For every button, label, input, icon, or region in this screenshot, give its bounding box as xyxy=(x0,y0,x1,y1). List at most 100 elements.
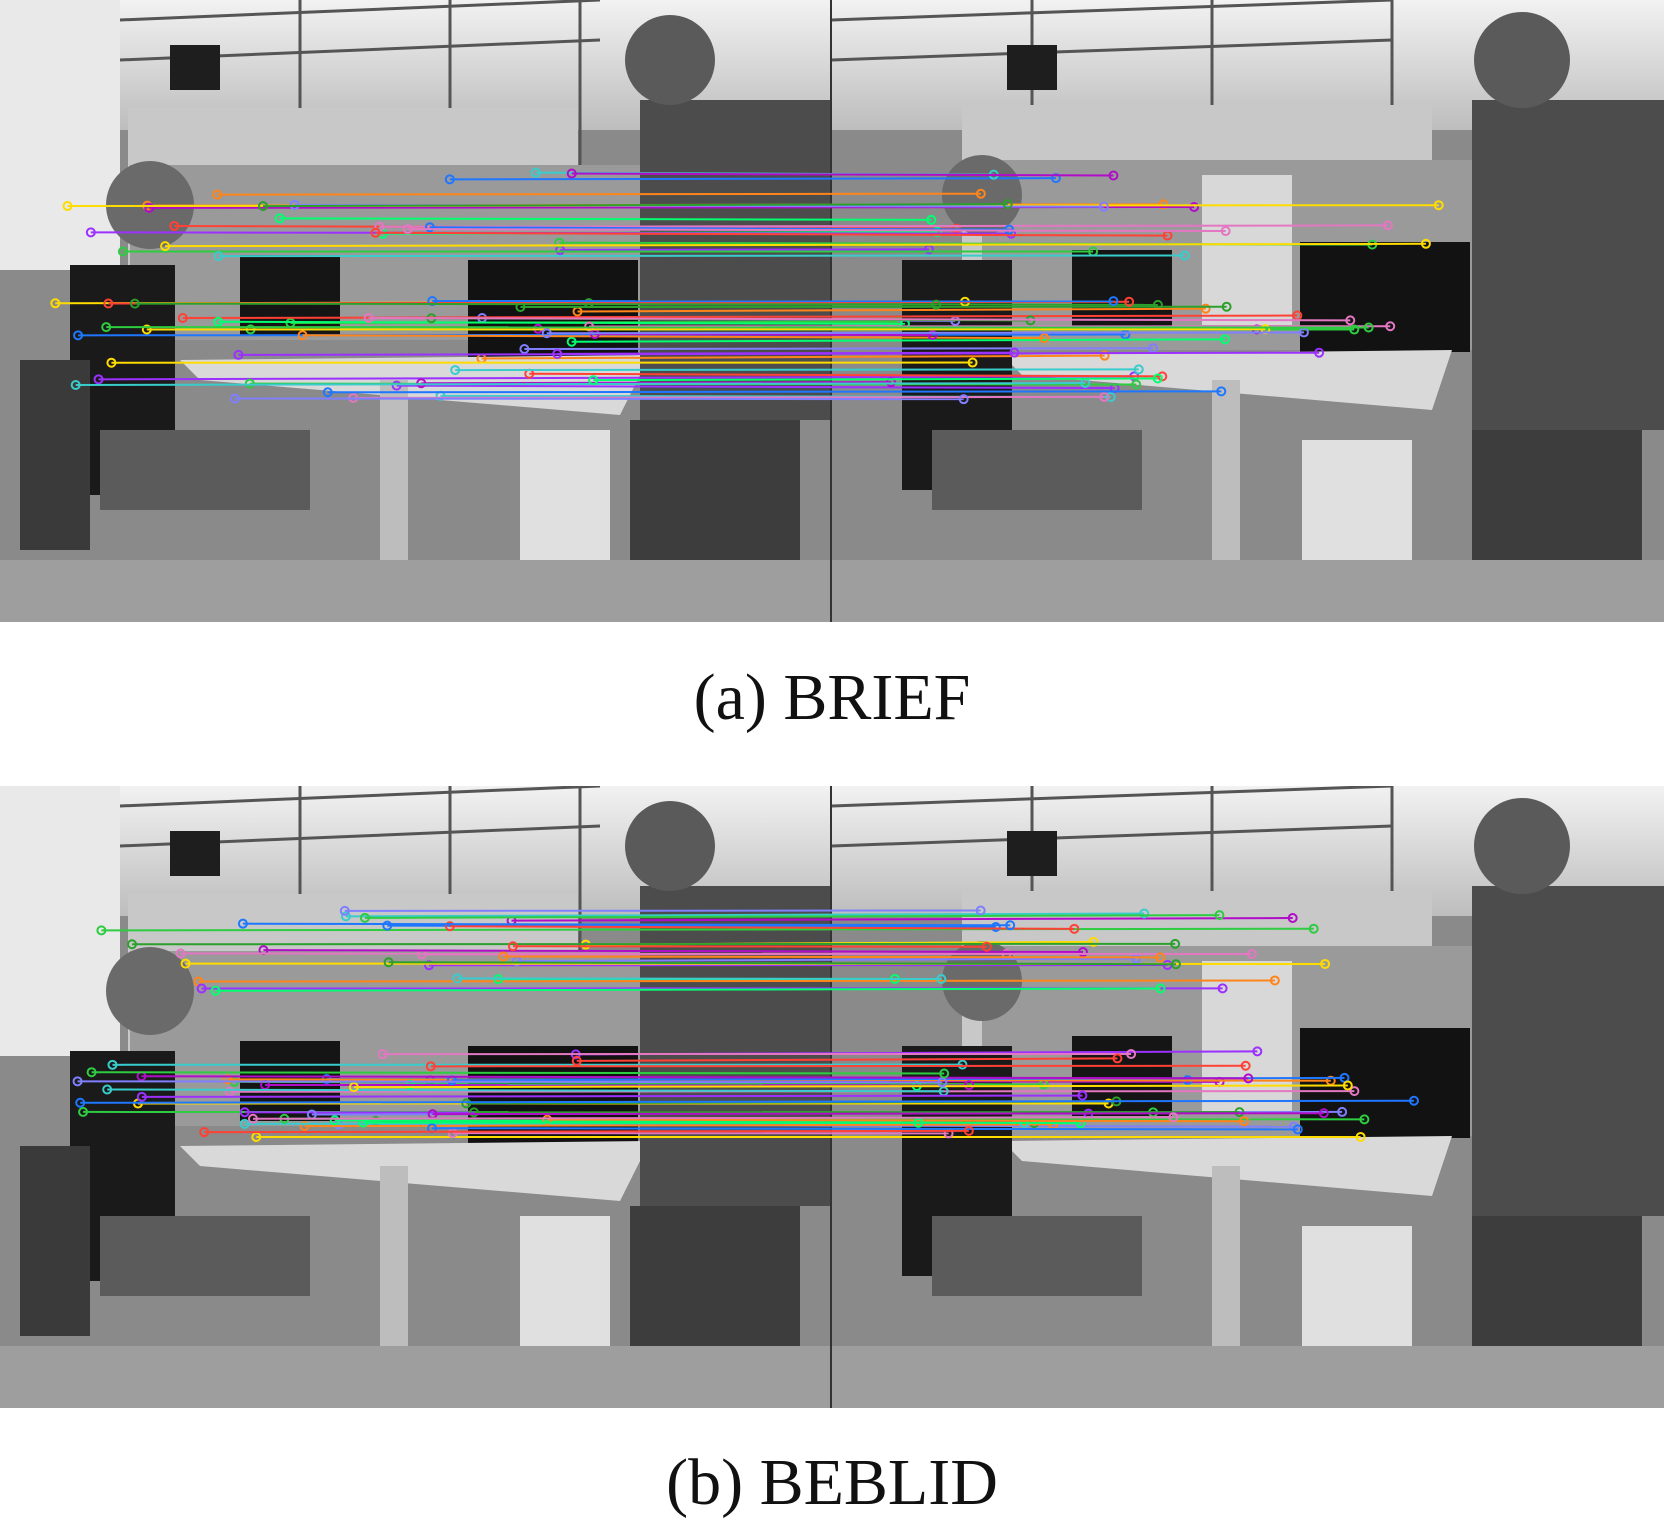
match-line xyxy=(560,248,929,252)
keypoint-marker xyxy=(1139,908,1150,919)
match-line xyxy=(375,231,1168,237)
keypoint-marker xyxy=(1077,1090,1088,1101)
keypoint-marker xyxy=(329,1115,340,1126)
match-line xyxy=(91,1071,945,1075)
keypoint-marker xyxy=(160,241,171,252)
match-line xyxy=(263,949,1083,954)
keypoint-marker xyxy=(391,380,402,391)
keypoint-marker xyxy=(93,374,104,385)
match-line xyxy=(379,224,1388,228)
keypoint-marker xyxy=(990,921,1001,932)
match-line xyxy=(218,320,905,325)
match-line xyxy=(432,1112,1324,1116)
keypoint-marker xyxy=(571,1055,582,1066)
match-line xyxy=(593,377,1158,382)
keypoint-marker xyxy=(1269,975,1280,986)
match-line xyxy=(327,390,1222,394)
match-line xyxy=(547,1118,1245,1123)
keypoint-marker xyxy=(1005,920,1016,931)
keypoint-marker xyxy=(402,224,413,235)
keypoint-marker xyxy=(289,199,300,210)
keypoint-marker xyxy=(1219,334,1230,345)
keypoint-marker xyxy=(72,1076,83,1087)
keypoint-marker xyxy=(1108,296,1119,307)
keypoint-marker xyxy=(975,905,986,916)
keypoint-marker xyxy=(106,357,117,368)
keypoint-marker xyxy=(1120,329,1131,340)
keypoint-marker xyxy=(1170,959,1181,970)
keypoint-marker xyxy=(1155,952,1166,963)
keypoint-marker xyxy=(1349,1086,1360,1097)
keypoint-marker xyxy=(588,375,599,386)
keypoint-marker xyxy=(1069,923,1080,934)
keypoint-marker xyxy=(975,188,986,199)
keypoint-marker xyxy=(96,925,107,936)
keypoint-marker xyxy=(1179,250,1190,261)
keypoint-marker xyxy=(1098,201,1109,212)
keypoint-marker xyxy=(258,201,269,212)
match-line xyxy=(594,333,933,337)
keypoint-marker xyxy=(425,1061,436,1072)
keypoint-marker xyxy=(416,378,427,389)
match-line xyxy=(481,354,1105,360)
keypoint-marker xyxy=(1240,1060,1251,1071)
keypoint-marker xyxy=(85,227,96,238)
match-line xyxy=(345,912,1145,918)
keypoint-marker xyxy=(177,313,188,324)
keypoint-marker xyxy=(359,912,370,923)
keypoint-marker xyxy=(1216,386,1227,397)
match-line xyxy=(263,203,1008,208)
keypoint-marker xyxy=(239,1118,250,1129)
keypoint-marker xyxy=(141,324,152,335)
match-lines-beblid xyxy=(72,905,1419,1143)
keypoint-marker xyxy=(1105,391,1116,402)
keypoint-marker xyxy=(427,296,438,307)
keypoint-marker xyxy=(1099,350,1110,361)
keypoint-marker xyxy=(932,226,943,237)
match-line xyxy=(364,914,1220,919)
match-line xyxy=(215,987,1161,992)
match-line xyxy=(165,242,1426,248)
match-line xyxy=(182,314,1298,320)
keypoint-marker xyxy=(981,941,992,952)
match-line xyxy=(368,316,1351,322)
keypoint-marker xyxy=(1221,301,1232,312)
keypoint-marker xyxy=(519,343,530,354)
keypoint-marker xyxy=(62,201,73,212)
match-line xyxy=(503,955,1161,959)
match-line xyxy=(571,172,1114,177)
keypoint-marker xyxy=(566,336,577,347)
keypoint-marker xyxy=(180,958,191,969)
keypoint-marker xyxy=(297,330,308,341)
keypoint-marker xyxy=(552,348,563,359)
keypoint-marker xyxy=(1214,910,1225,921)
keypoint-marker xyxy=(1131,379,1142,390)
keypoint-marker xyxy=(175,948,186,959)
keypoint-marker xyxy=(926,214,937,225)
stereo-image-pair-beblid xyxy=(0,786,1664,1408)
keypoint-marker xyxy=(1349,324,1360,335)
keypoint-marker xyxy=(967,357,978,368)
keypoint-marker xyxy=(1050,173,1061,184)
keypoint-marker xyxy=(1308,923,1319,934)
keypoint-marker xyxy=(229,393,240,404)
keypoint-marker xyxy=(1155,983,1166,994)
keypoint-marker xyxy=(144,202,155,213)
panel-beblid-matches xyxy=(0,786,1664,1408)
keypoint-marker xyxy=(444,174,455,185)
keypoint-marker xyxy=(424,222,435,233)
keypoint-marker xyxy=(931,299,942,310)
keypoint-marker xyxy=(958,394,969,405)
keypoint-marker xyxy=(102,1084,113,1095)
keypoint-marker xyxy=(1108,170,1119,181)
match-line xyxy=(546,331,1304,335)
keypoint-marker xyxy=(78,1106,89,1117)
keypoint-marker xyxy=(1314,347,1325,358)
keypoint-marker xyxy=(247,1113,258,1124)
keypoint-marker xyxy=(70,380,81,391)
keypoint-marker xyxy=(1088,936,1099,947)
keypoint-marker xyxy=(1385,321,1396,332)
keypoint-marker xyxy=(1112,1053,1123,1064)
match-line xyxy=(75,382,1086,387)
match-line xyxy=(557,351,1015,355)
